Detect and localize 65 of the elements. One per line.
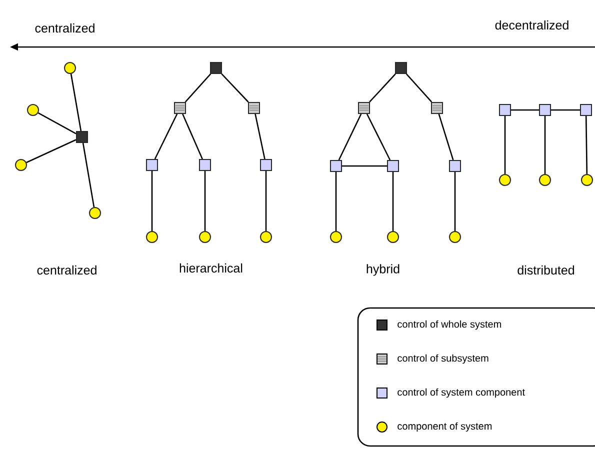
component-circle xyxy=(15,159,27,171)
connector-line xyxy=(254,114,266,160)
connector-line xyxy=(369,74,396,102)
connector-line xyxy=(184,74,212,102)
connector-line xyxy=(182,114,203,160)
connector-line xyxy=(438,114,454,160)
component-circle xyxy=(199,230,211,243)
component-circle xyxy=(499,174,511,186)
control-square xyxy=(431,102,443,114)
connector-line xyxy=(342,165,387,167)
control-square xyxy=(260,159,272,171)
control-square xyxy=(199,159,211,171)
control-square xyxy=(387,160,399,172)
control-square xyxy=(76,131,88,143)
legend-text: control of subsystem xyxy=(398,354,488,364)
connector-line xyxy=(265,171,267,231)
control-square xyxy=(580,104,592,116)
control-square xyxy=(395,62,407,74)
control-square xyxy=(539,104,551,116)
diagram-caption: hybrid xyxy=(366,264,400,276)
diagram-caption: hierarchical xyxy=(180,263,242,273)
connector-line xyxy=(511,109,539,111)
connector-line xyxy=(335,172,337,231)
control-square xyxy=(146,159,158,171)
diagram-caption: distributed xyxy=(518,265,574,275)
control-square xyxy=(248,102,260,114)
control-square xyxy=(449,160,461,172)
component-circle xyxy=(330,230,342,243)
heading-label: centralized xyxy=(35,23,94,33)
connector-line xyxy=(151,171,153,231)
connector-line xyxy=(26,139,76,164)
connector-line xyxy=(154,114,178,160)
connector-line xyxy=(544,116,546,174)
component-circle xyxy=(146,230,158,243)
connector-line xyxy=(585,116,588,174)
component-circle xyxy=(539,174,551,186)
component-circle xyxy=(581,174,593,186)
component-circle xyxy=(27,104,39,116)
legend-text: control of whole system xyxy=(398,320,501,330)
connector-line xyxy=(70,74,82,132)
connector-line xyxy=(204,171,206,231)
connector-line xyxy=(551,109,580,111)
diagram-caption: centralized xyxy=(37,265,96,275)
connector-line xyxy=(454,172,456,231)
component-circle xyxy=(89,207,101,219)
connector-line xyxy=(38,112,76,134)
component-circle xyxy=(64,62,76,74)
control-square xyxy=(499,104,511,116)
component-circle xyxy=(387,230,399,243)
connector-line xyxy=(504,116,506,174)
control-square xyxy=(174,102,186,114)
control-square xyxy=(210,62,222,74)
control-square xyxy=(358,102,370,114)
heading-label: decentralized xyxy=(495,20,568,30)
connector-line xyxy=(406,74,432,102)
connector-line xyxy=(221,74,249,102)
component-circle xyxy=(260,230,272,243)
connector-line xyxy=(82,142,95,208)
connector-line xyxy=(366,114,391,160)
legend-text: control of system component xyxy=(398,388,525,398)
legend-text: component of system xyxy=(398,422,492,432)
component-circle xyxy=(449,230,461,243)
control-square xyxy=(330,160,342,172)
connector-line xyxy=(392,172,394,231)
connector-line xyxy=(338,114,362,160)
